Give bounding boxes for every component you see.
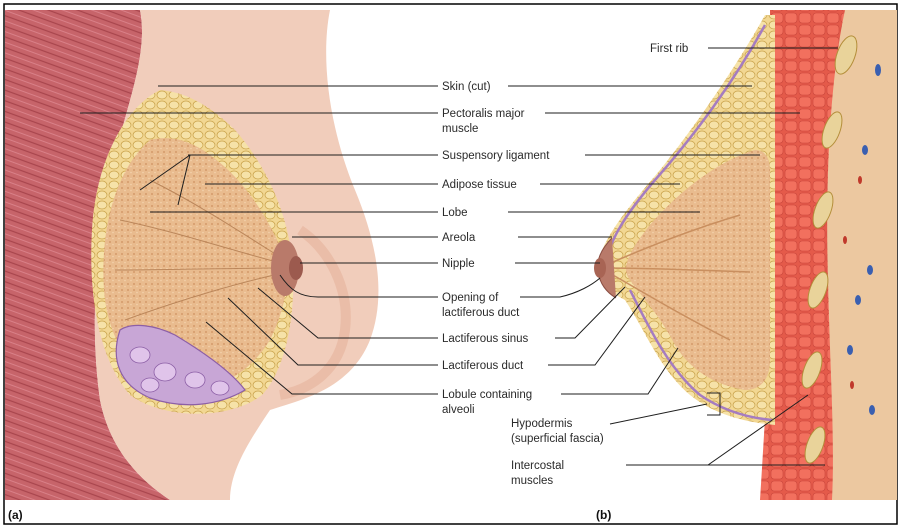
nipple-shape	[289, 256, 303, 280]
label-hypodermis-line1: Hypodermis	[511, 418, 573, 430]
label-lactiferous-sinus: Lactiferous sinus	[442, 333, 529, 345]
label-lactiferous-duct: Lactiferous duct	[442, 360, 524, 372]
label-hypodermis-line2: (superficial fascia)	[511, 433, 604, 445]
label-suspensory-ligament: Suspensory ligament	[442, 150, 550, 162]
label-areola: Areola	[442, 232, 476, 244]
label-first-rib: First rib	[650, 43, 688, 55]
panel-b-illustration	[594, 10, 897, 500]
label-adipose-tissue: Adipose tissue	[442, 179, 517, 191]
label-opening-line2: lactiferous duct	[442, 307, 520, 319]
panel-label-a: (a)	[8, 508, 23, 522]
label-lobule-line1: Lobule containing	[442, 389, 532, 401]
label-pectoralis-major-line1: Pectoralis major	[442, 108, 525, 120]
label-intercostal-line2: muscles	[511, 475, 553, 487]
label-pectoralis-major-line2: muscle	[442, 123, 478, 135]
panel-label-b: (b)	[596, 508, 611, 522]
label-lobe: Lobe	[442, 207, 468, 219]
panel-a-illustration	[5, 10, 378, 500]
label-lobule-line2: alveoli	[442, 404, 475, 416]
label-skin-cut: Skin (cut)	[442, 81, 491, 93]
nipple-shape-b	[594, 258, 606, 278]
label-intercostal-line1: Intercostal	[511, 460, 564, 472]
label-nipple: Nipple	[442, 258, 475, 270]
label-opening-line1: Opening of	[442, 292, 499, 304]
